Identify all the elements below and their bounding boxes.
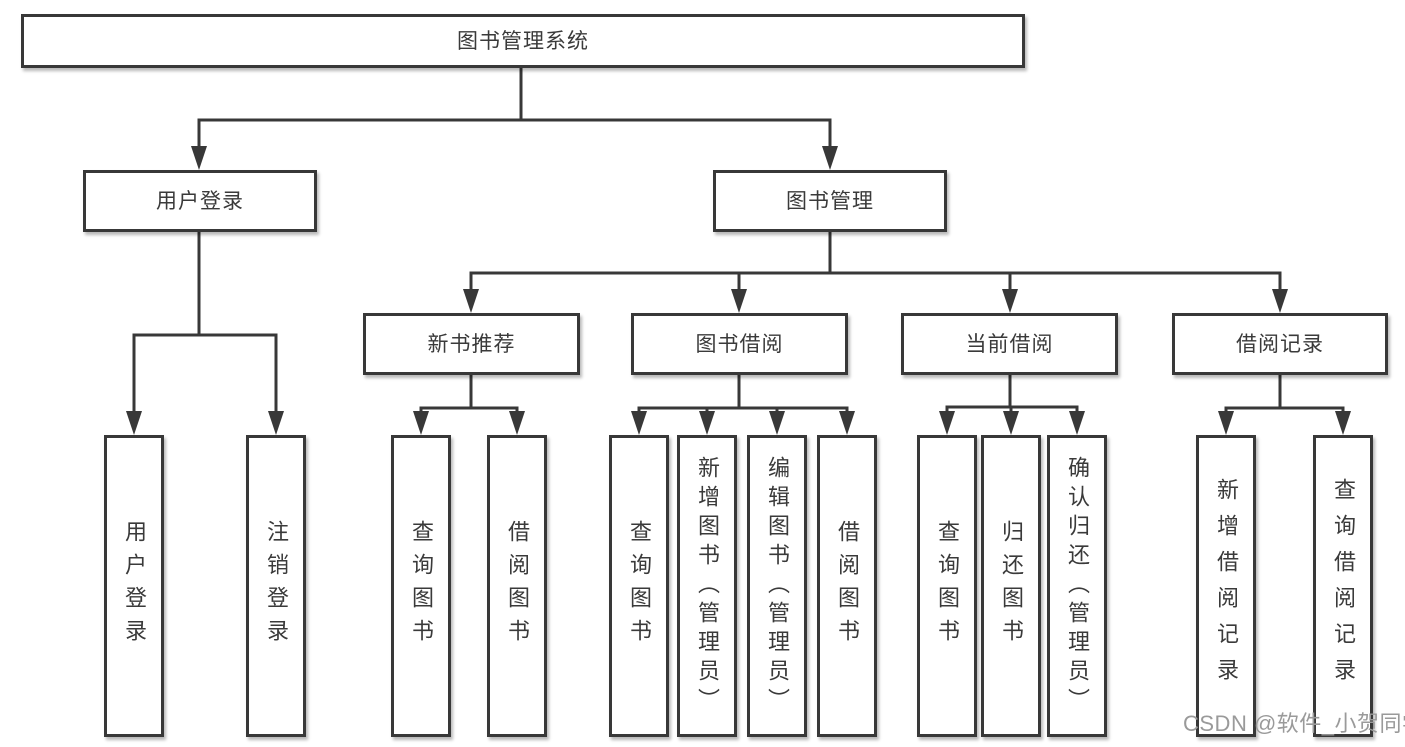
leaf-query-borrow-record: 查询借阅记录 — [1313, 435, 1373, 737]
leaf-confirm-return-admin: 确认归还（管理员） — [1047, 435, 1107, 737]
node-book-mgmt-group-label: 图书管理 — [786, 189, 874, 213]
csdn-watermark: CSDN @软件_小贺同学 — [1183, 711, 1405, 736]
node-root-label: 图书管理系统 — [457, 29, 589, 53]
connector-root-to-level2 — [191, 66, 838, 170]
node-user-login-group-label: 用户登录 — [156, 189, 244, 213]
node-book-borrow-label: 图书借阅 — [695, 332, 784, 356]
node-book-mgmt-group: 图书管理 — [713, 170, 947, 232]
connector-book-borrow-to-leaves — [631, 373, 855, 435]
leaf-add-borrow-record-label: 新增借阅记录 — [1214, 478, 1239, 694]
leaf-borrow-book-2-label: 借阅图书 — [835, 520, 860, 652]
node-borrow-records: 借阅记录 — [1172, 313, 1388, 375]
leaf-add-borrow-record: 新增借阅记录 — [1196, 435, 1256, 737]
leaf-query-borrow-record-label: 查询借阅记录 — [1331, 478, 1356, 694]
leaf-user-login-label: 用户登录 — [122, 520, 147, 652]
connector-borrow-records-to-leaves — [1218, 373, 1351, 435]
node-book-borrow: 图书借阅 — [631, 313, 848, 375]
connector-book-mgmt-to-sections — [463, 230, 1288, 313]
connector-current-borrow-to-leaves — [939, 373, 1085, 435]
node-new-book-recommend-label: 新书推荐 — [427, 332, 516, 356]
leaf-edit-book-admin: 编辑图书（管理员） — [747, 435, 807, 737]
node-borrow-records-label: 借阅记录 — [1236, 332, 1324, 356]
node-root: 图书管理系统 — [21, 14, 1025, 68]
node-new-book-recommend: 新书推荐 — [363, 313, 580, 375]
leaf-query-book-1-label: 查询图书 — [409, 520, 434, 652]
leaf-return-book: 归还图书 — [981, 435, 1041, 737]
node-current-borrow: 当前借阅 — [901, 313, 1118, 375]
leaf-edit-book-admin-label: 编辑图书（管理员） — [765, 455, 790, 717]
connector-user-login-to-leaves — [126, 230, 284, 435]
node-user-login-group: 用户登录 — [83, 170, 317, 232]
node-current-borrow-label: 当前借阅 — [965, 332, 1054, 356]
leaf-borrow-book-2: 借阅图书 — [817, 435, 877, 737]
leaf-add-book-admin: 新增图书（管理员） — [677, 435, 737, 737]
leaf-return-book-label: 归还图书 — [999, 520, 1024, 652]
leaf-logout: 注销登录 — [246, 435, 306, 737]
leaf-query-book-3: 查询图书 — [917, 435, 977, 737]
connector-new-book-to-leaves — [413, 373, 525, 435]
leaf-add-book-admin-label: 新增图书（管理员） — [695, 455, 720, 717]
leaf-borrow-book-1: 借阅图书 — [487, 435, 547, 737]
leaf-borrow-book-1-label: 借阅图书 — [505, 520, 530, 652]
leaf-query-book-1: 查询图书 — [391, 435, 451, 737]
leaf-query-book-3-label: 查询图书 — [935, 520, 960, 652]
leaf-query-book-2-label: 查询图书 — [627, 520, 652, 652]
leaf-confirm-return-admin-label: 确认归还（管理员） — [1065, 455, 1090, 717]
leaf-query-book-2: 查询图书 — [609, 435, 669, 737]
leaf-user-login: 用户登录 — [104, 435, 164, 737]
leaf-logout-label: 注销登录 — [264, 520, 289, 652]
